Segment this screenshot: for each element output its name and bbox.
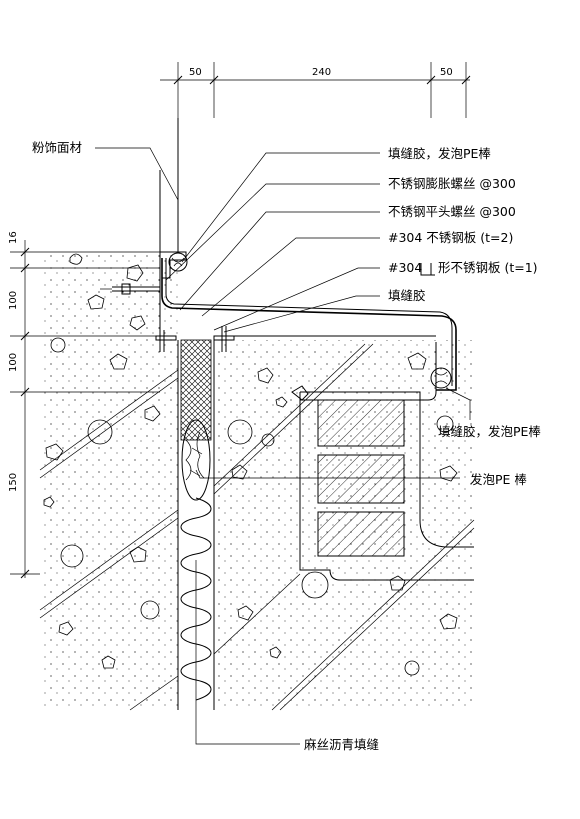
dim-left-150: 150: [8, 473, 19, 492]
hatched-blocks: [291, 342, 474, 581]
label-sealant-pe-right: 填缝胶，发泡PE棒: [438, 424, 541, 439]
label-pe-rod: 发泡PE 棒: [470, 472, 527, 487]
label-expansion-screw: 不锈钢膨胀螺丝 @300: [388, 176, 516, 191]
label-sealant-pe-top: 填缝胶，发泡PE棒: [388, 146, 491, 161]
screw-symbol: [100, 283, 160, 295]
pe-rod-symbol: [181, 419, 211, 501]
label-steel-plate: #304 不锈钢板 (t=2): [388, 230, 513, 245]
concrete-left: [39, 250, 179, 711]
hemp-asphalt-filler: [180, 497, 212, 701]
label-sealant-mid: 填缝胶: [388, 288, 426, 303]
dim-top-240: 240: [312, 67, 331, 78]
sealant-infill: [180, 339, 212, 441]
dim-top-50-left: 50: [189, 67, 202, 78]
dim-left-16: 16: [8, 231, 19, 244]
stainless-steel-cover-plate: [161, 251, 457, 391]
dim-left-100-a: 100: [8, 291, 19, 310]
dim-left-100-b: 100: [8, 353, 19, 372]
label-finish-material: 粉饰面材: [32, 140, 82, 155]
u-shape-glyph: [420, 263, 435, 276]
label-u-plate-suffix: 形不锈钢板 (t=1): [438, 260, 538, 275]
dim-top-50-right: 50: [440, 67, 453, 78]
label-u-plate-prefix: #304: [388, 260, 422, 275]
label-hemp-asphalt: 麻丝沥青填缝: [304, 737, 379, 752]
top-dimension-line: [160, 62, 471, 118]
finish-material-layer: [159, 118, 179, 253]
joint-gap: [159, 252, 215, 710]
label-flat-head-screw: 不锈钢平头螺丝 @300: [388, 204, 516, 219]
leader-lines: [95, 147, 471, 745]
